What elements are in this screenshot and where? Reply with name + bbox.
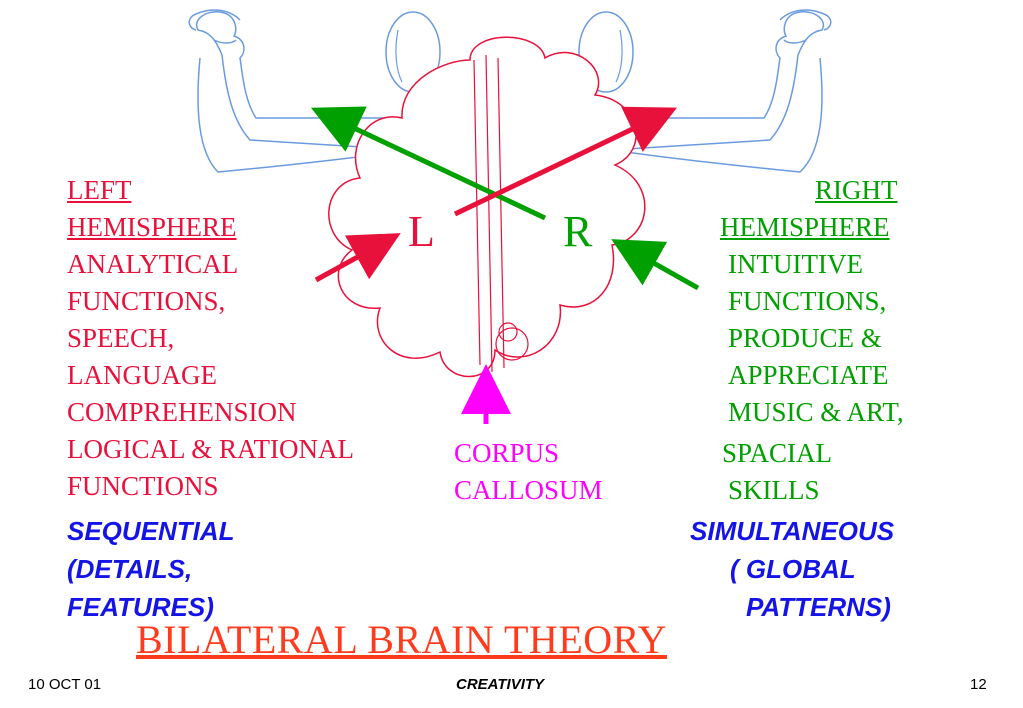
left-mode-2: (DETAILS, [67,554,193,584]
green-arrow-cross [310,106,547,221]
corpus-label-line-2: CALLOSUM [454,475,603,505]
right-arm-outline [611,11,825,151]
callosum-line-1 [473,59,481,366]
right-arm-lower [611,57,823,173]
slide-title: BILATERAL BRAIN THEORY [136,617,667,662]
left-ear-inner [395,29,403,83]
right-functions-block: INTUITIVE FUNCTIONS, PRODUCE & APPRECIAT… [728,246,904,431]
right-ear-inner [615,29,623,83]
right-function-6: SPACIAL [722,438,833,468]
right-fist [779,9,832,44]
right-function-4: APPRECIATE [728,360,889,390]
left-heading-line-2: HEMISPHERE [67,212,237,242]
corpus-label-line-1: CORPUS [454,438,560,468]
left-hemisphere-letter: L [408,207,435,256]
left-function-7: FUNCTIONS [67,471,219,501]
corpus-callosum-label: CORPUS CALLOSUM [454,435,603,509]
left-arm-outline [195,11,411,151]
left-function-1: ANALYTICAL [67,249,239,279]
left-arm-lower [197,57,411,173]
right-mode-3: PATTERNS) [746,592,891,622]
red-arrow-cross [453,106,678,217]
left-mode-3: FEATURES) [67,592,214,622]
left-function-5: COMPREHENSION [67,397,297,427]
right-function-7: SKILLS [728,475,820,505]
right-function-1: INTUITIVE [728,249,863,279]
brainstem-circle-2 [495,327,529,361]
left-hemisphere-block: LEFT HEMISPHERE ANALYTICAL FUNCTIONS, SP… [67,172,354,505]
callosum-line-2 [485,54,493,373]
left-mode-block: SEQUENTIAL (DETAILS, FEATURES) [67,512,235,626]
red-arrow-left [314,233,401,283]
right-hemisphere-letter: R [563,207,593,256]
right-function-5: MUSIC & ART, [728,397,904,427]
footer-page-number: 12 [970,676,987,693]
brainstem-circle-1 [498,322,518,342]
footer-center: CREATIVITY [456,676,545,693]
left-function-3: SPEECH, [67,323,175,353]
right-heading-line-1: RIGHT [815,175,898,205]
right-heading-line-2: HEMISPHERE [720,212,890,242]
left-function-2: FUNCTIONS, [67,286,226,316]
footer-date: 10 OCT 01 [28,676,102,693]
left-heading-line-1: LEFT [67,175,132,205]
callosum-line-3 [497,57,505,369]
right-ear [578,11,634,93]
left-function-6: LOGICAL & RATIONAL [67,434,354,464]
right-mode-2: ( GLOBAL [730,554,856,584]
left-fist [188,9,241,44]
right-function-3: PRODUCE & [728,323,882,353]
right-function-2: FUNCTIONS, [728,286,887,316]
left-mode-1: SEQUENTIAL [67,516,235,546]
green-arrow-right [611,239,700,291]
right-mode-1: SIMULTANEOUS [690,516,895,546]
left-function-4: LANGUAGE [67,360,217,390]
brain-outline [328,36,646,378]
